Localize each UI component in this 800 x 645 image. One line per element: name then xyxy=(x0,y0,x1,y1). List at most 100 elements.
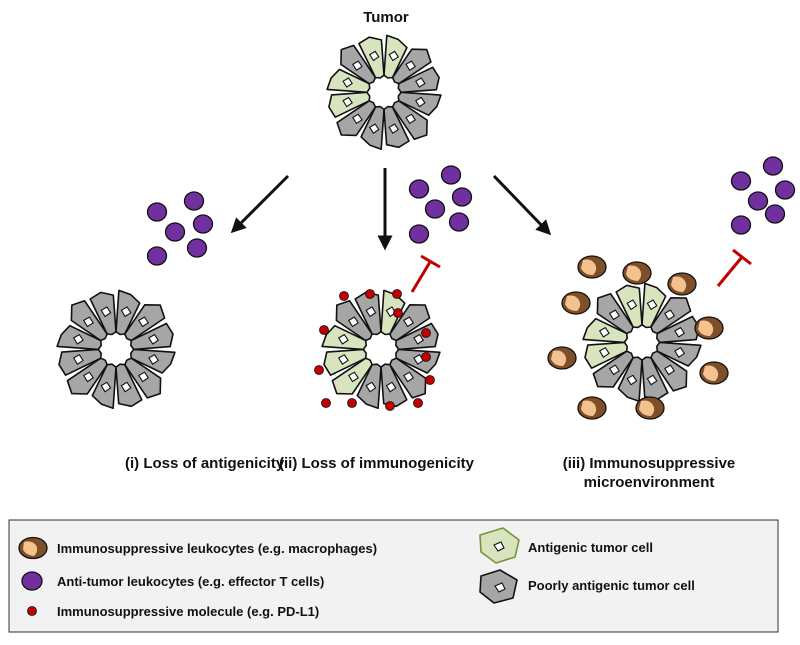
pdl1-molecule xyxy=(319,325,329,335)
cell-nucleus xyxy=(342,77,353,88)
cell-nucleus xyxy=(385,381,397,393)
cell-nucleus xyxy=(664,364,676,376)
t-cell-group-right xyxy=(730,156,796,235)
pdl1-molecule xyxy=(347,398,357,408)
label-loss-immunogenicity: (ii) Loss of immunogenicity xyxy=(279,455,475,472)
macrophage xyxy=(635,396,665,420)
tumor-cluster-loss-antigenicity xyxy=(56,289,176,410)
cell-nucleus xyxy=(347,316,359,328)
antigenic-cell-icon xyxy=(479,527,520,564)
cell-nucleus xyxy=(388,50,400,62)
tumor-cluster-loss-immunogenicity xyxy=(321,289,441,410)
cell-nucleus xyxy=(405,113,416,125)
cell-nucleus xyxy=(337,333,349,345)
cell-nucleus xyxy=(413,333,425,345)
t-cell xyxy=(747,191,769,211)
t-cell xyxy=(774,180,796,200)
macrophage xyxy=(622,261,652,285)
t-cell xyxy=(146,246,168,266)
t-cell xyxy=(730,171,752,191)
t-cell xyxy=(164,222,186,242)
t-cell xyxy=(186,238,208,258)
tumor-cluster-original xyxy=(326,34,442,150)
tumor-title: Tumor xyxy=(363,9,409,26)
cell-nucleus xyxy=(664,309,676,321)
cell-nucleus xyxy=(415,77,426,88)
cell-nucleus xyxy=(403,371,415,383)
cell-nucleus xyxy=(608,309,620,321)
cell-nucleus xyxy=(598,346,610,358)
legend-label-macrophage: Immunosuppressive leukocytes (e.g. macro… xyxy=(57,541,377,556)
cell-nucleus xyxy=(368,123,380,134)
label-immunosuppressive-line2: microenvironment xyxy=(584,474,715,491)
pdl1-molecule xyxy=(421,328,431,338)
cell-nucleus xyxy=(120,306,132,318)
cell-nucleus xyxy=(342,96,353,108)
legend-label-antigenic-cell: Antigenic tumor cell xyxy=(528,540,653,555)
cell-nucleus xyxy=(598,326,610,338)
legend-label-t-cell: Anti-tumor leukocytes (e.g. effector T c… xyxy=(57,574,324,589)
cell-nucleus xyxy=(646,374,658,386)
cell-nucleus xyxy=(352,60,363,71)
label-loss-antigenicity: (i) Loss of antigenicity xyxy=(125,455,285,472)
macrophage xyxy=(667,272,697,296)
cell-nucleus xyxy=(72,353,84,365)
macrophage-icon xyxy=(18,536,48,560)
t-cell xyxy=(730,215,752,235)
t-cell xyxy=(146,202,168,222)
t-cell xyxy=(451,187,473,207)
t-cell xyxy=(183,191,205,211)
cell-nucleus xyxy=(100,306,112,318)
t-cell xyxy=(408,179,430,199)
macrophage-group xyxy=(547,255,729,420)
legend-label-pdl1: Immunosuppressive molecule (e.g. PD-L1) xyxy=(57,604,319,619)
macrophage xyxy=(694,316,724,340)
t-cell xyxy=(440,165,462,185)
cell-nucleus xyxy=(674,346,686,358)
legend-label-poor-cell: Poorly antigenic tumor cell xyxy=(528,578,695,593)
pdl1-molecule xyxy=(413,398,423,408)
pdl1-molecule xyxy=(392,289,402,299)
macrophage xyxy=(577,396,607,420)
macrophage xyxy=(577,255,607,279)
pdl1-molecule xyxy=(339,291,349,301)
legend-box xyxy=(8,519,779,633)
t-cell xyxy=(448,212,470,232)
t-cell xyxy=(424,199,446,219)
t-cell xyxy=(192,214,214,234)
cell-nucleus xyxy=(148,333,160,345)
cell-nucleus xyxy=(415,96,426,108)
inhibition-symbol-right xyxy=(716,248,752,287)
cell-nucleus xyxy=(120,381,132,393)
cell-nucleus xyxy=(365,306,377,318)
poor-cell-icon xyxy=(479,569,518,604)
pdl1-molecule xyxy=(393,308,403,318)
t-cell xyxy=(762,156,784,176)
pdl1-molecule xyxy=(421,352,431,362)
cell-nucleus xyxy=(646,299,658,311)
inhibition-symbol-middle xyxy=(410,254,441,293)
cell-nucleus xyxy=(347,371,359,383)
cell-nucleus xyxy=(82,371,94,383)
cell-nucleus xyxy=(405,60,416,71)
label-immunosuppressive-line1: (iii) Immunosuppressive xyxy=(563,455,736,472)
cell-nucleus xyxy=(100,381,112,393)
t-cell xyxy=(764,204,786,224)
cell-nucleus xyxy=(138,316,150,328)
pdl1-molecules xyxy=(314,289,435,411)
pdl1-molecule xyxy=(314,365,324,375)
cell-nucleus xyxy=(352,113,363,125)
cell-nucleus xyxy=(403,316,415,328)
pdl1-dot-icon xyxy=(27,606,37,616)
macrophage xyxy=(561,291,591,315)
cell-nucleus xyxy=(626,299,638,311)
t-cell xyxy=(408,224,430,244)
pdl1-molecule xyxy=(321,398,331,408)
pdl1-molecule xyxy=(385,401,395,411)
cell-nucleus xyxy=(148,353,160,365)
cell-nucleus xyxy=(388,123,400,134)
legend: Immunosuppressive leukocytes (e.g. macro… xyxy=(8,519,779,633)
pdl1-molecule xyxy=(365,289,375,299)
cell-nucleus xyxy=(82,316,94,328)
